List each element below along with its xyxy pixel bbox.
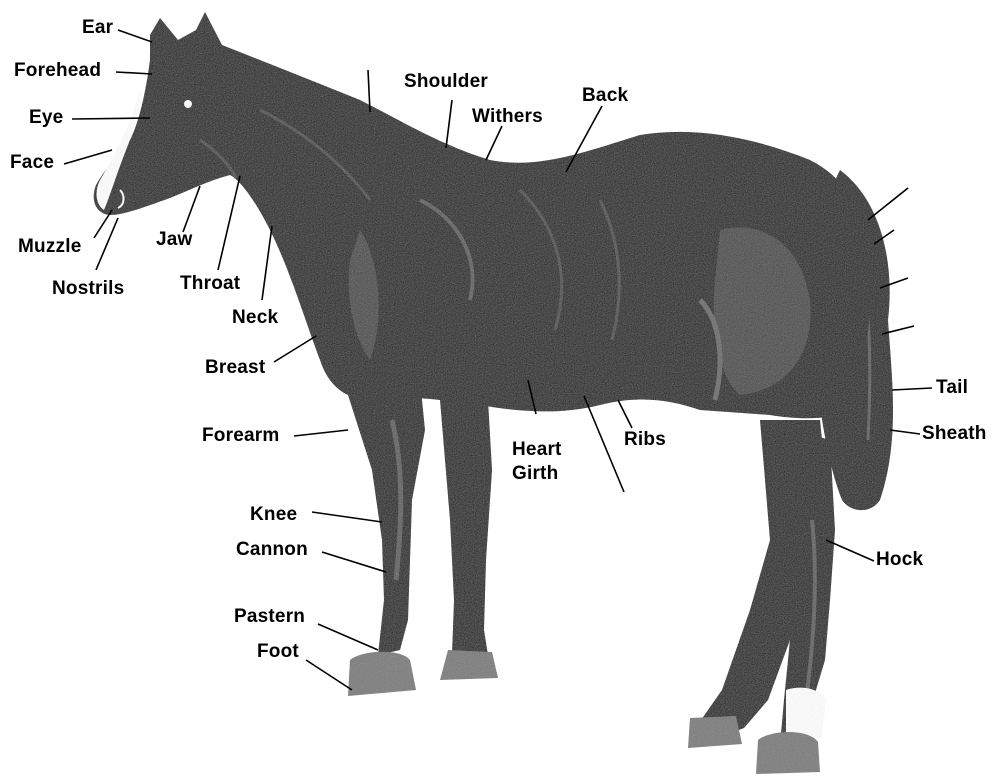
label-breast: Breast [205,358,265,378]
label-throat: Throat [180,274,240,294]
label-back: Back [582,86,628,106]
label-heart-girth-line1: Heart [512,440,562,460]
label-nostrils: Nostrils [52,279,124,299]
far-foreleg [440,400,492,660]
label-forehead: Forehead [14,61,101,81]
label-ear: Ear [82,18,113,38]
label-heart-girth-line2: Girth [512,464,558,484]
near-foreleg-hoof [348,652,416,696]
label-neck: Neck [232,308,278,328]
label-shoulder: Shoulder [404,72,488,92]
far-hindleg-hoof [688,716,742,748]
label-hock: Hock [876,550,923,570]
near-hindleg-hoof [756,732,820,774]
label-jaw: Jaw [156,230,193,250]
label-forearm: Forearm [202,426,279,446]
near-foreleg [340,370,425,655]
label-sheath: Sheath [922,424,987,444]
label-tail: Tail [936,378,968,398]
label-ribs: Ribs [624,430,666,450]
label-foot: Foot [257,642,299,662]
label-withers: Withers [472,107,543,127]
label-knee: Knee [250,505,297,525]
label-muzzle: Muzzle [18,237,81,257]
label-cannon: Cannon [236,540,308,560]
label-pastern: Pastern [234,607,305,627]
label-eye: Eye [29,108,63,128]
far-foreleg-hoof [440,650,498,680]
eye-spot [184,100,192,108]
label-face: Face [10,153,54,173]
